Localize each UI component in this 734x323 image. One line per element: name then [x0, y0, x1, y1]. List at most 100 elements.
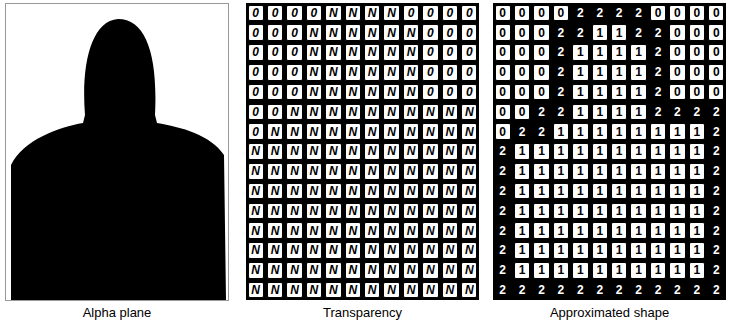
shape-cell: 1 [592, 203, 608, 220]
shape-cell: 1 [592, 44, 608, 61]
cell-value: 0 [272, 7, 279, 19]
transparency-cell: N [345, 123, 361, 140]
cell-value: 2 [635, 284, 642, 296]
transparency-cell: 0 [267, 44, 283, 61]
cell-value: 1 [635, 205, 642, 217]
transparency-cell: N [364, 104, 380, 121]
transparency-cell: N [267, 123, 283, 140]
shape-cell: 0 [708, 84, 724, 101]
shape-cell: 2 [630, 5, 646, 22]
cell-value: 0 [466, 27, 473, 39]
cell-value: 0 [519, 46, 526, 58]
cell-value: 0 [427, 27, 434, 39]
transparency-cell: N [325, 262, 341, 279]
cell-value: 2 [499, 145, 506, 157]
cell-value: N [446, 225, 455, 237]
transparency-cell: N [422, 183, 438, 200]
shape-cell: 1 [630, 203, 646, 220]
cell-value: 1 [635, 126, 642, 138]
shape-cell: 1 [611, 64, 627, 81]
cell-value: 1 [616, 244, 623, 256]
shape-cell: 2 [708, 143, 724, 160]
shape-cell: 1 [669, 262, 685, 279]
cell-value: 1 [577, 264, 584, 276]
shape-cell: 1 [689, 242, 705, 259]
shape-cell: 1 [689, 183, 705, 200]
cell-value: N [290, 244, 299, 256]
cell-value: 0 [466, 66, 473, 78]
panel-caption: Alpha plane [83, 305, 152, 320]
transparency-cell: N [306, 282, 322, 299]
shape-cell: 0 [495, 123, 511, 140]
shape-cell: 1 [611, 84, 627, 101]
cell-value: 0 [499, 27, 506, 39]
shape-cell: 2 [650, 104, 666, 121]
cell-value: 2 [635, 7, 642, 19]
transparency-cell: N [325, 44, 341, 61]
shape-cell: 1 [592, 183, 608, 200]
cell-value: N [251, 244, 260, 256]
transparency-cell: N [422, 282, 438, 299]
cell-value: 1 [538, 165, 545, 177]
shape-cell: 0 [514, 64, 530, 81]
cell-value: N [387, 264, 396, 276]
cell-value: N [348, 145, 357, 157]
cell-value: 1 [519, 145, 526, 157]
cell-value: 1 [635, 66, 642, 78]
shape-cell: 1 [630, 143, 646, 160]
cell-value: N [290, 284, 299, 296]
shape-cell: 0 [514, 104, 530, 121]
shape-cell: 2 [533, 123, 549, 140]
transparency-cell: 0 [286, 64, 302, 81]
shape-cell: 1 [553, 222, 569, 239]
cell-value: 2 [674, 284, 681, 296]
transparency-cell: 0 [248, 24, 264, 41]
cell-value: 1 [694, 145, 701, 157]
cell-value: 2 [713, 284, 720, 296]
cell-value: N [426, 165, 435, 177]
cell-value: N [407, 46, 416, 58]
cell-value: N [271, 126, 280, 138]
cell-value: N [368, 86, 377, 98]
shape-cell: 1 [572, 143, 588, 160]
shape-cell: 1 [572, 222, 588, 239]
transparency-cell: N [286, 104, 302, 121]
cell-value: N [446, 145, 455, 157]
cell-value: N [407, 284, 416, 296]
transparency-cell: N [267, 183, 283, 200]
cell-value: 0 [427, 46, 434, 58]
cell-value: 0 [713, 46, 720, 58]
cell-value: 0 [252, 66, 259, 78]
shape-cell: 2 [514, 123, 530, 140]
cell-value: N [290, 165, 299, 177]
cell-value: 1 [674, 126, 681, 138]
cell-value: 1 [538, 185, 545, 197]
shape-cell: 1 [553, 163, 569, 180]
transparency-cell: N [364, 24, 380, 41]
cell-value: 0 [291, 46, 298, 58]
shape-cell: 1 [650, 183, 666, 200]
cell-value: 1 [577, 66, 584, 78]
shape-cell: 1 [630, 222, 646, 239]
transparency-cell: N [286, 163, 302, 180]
cell-value: N [348, 205, 357, 217]
cell-value: 2 [538, 284, 545, 296]
cell-value: N [310, 86, 319, 98]
transparency-cell: N [442, 143, 458, 160]
cell-value: 1 [616, 86, 623, 98]
panel-caption: Transparency [323, 305, 402, 320]
transparency-cell: N [325, 183, 341, 200]
shape-cell: 1 [592, 24, 608, 41]
transparency-cell: N [325, 242, 341, 259]
cell-value: 0 [427, 7, 434, 19]
cell-value: 1 [577, 165, 584, 177]
cell-value: N [310, 264, 319, 276]
cell-value: 1 [596, 165, 603, 177]
cell-value: 1 [519, 165, 526, 177]
shape-cell: 2 [495, 222, 511, 239]
transparency-cell: N [325, 143, 341, 160]
cell-value: 1 [519, 264, 526, 276]
transparency-cell: 0 [286, 24, 302, 41]
shape-cell: 1 [572, 123, 588, 140]
shape-cell: 1 [650, 262, 666, 279]
